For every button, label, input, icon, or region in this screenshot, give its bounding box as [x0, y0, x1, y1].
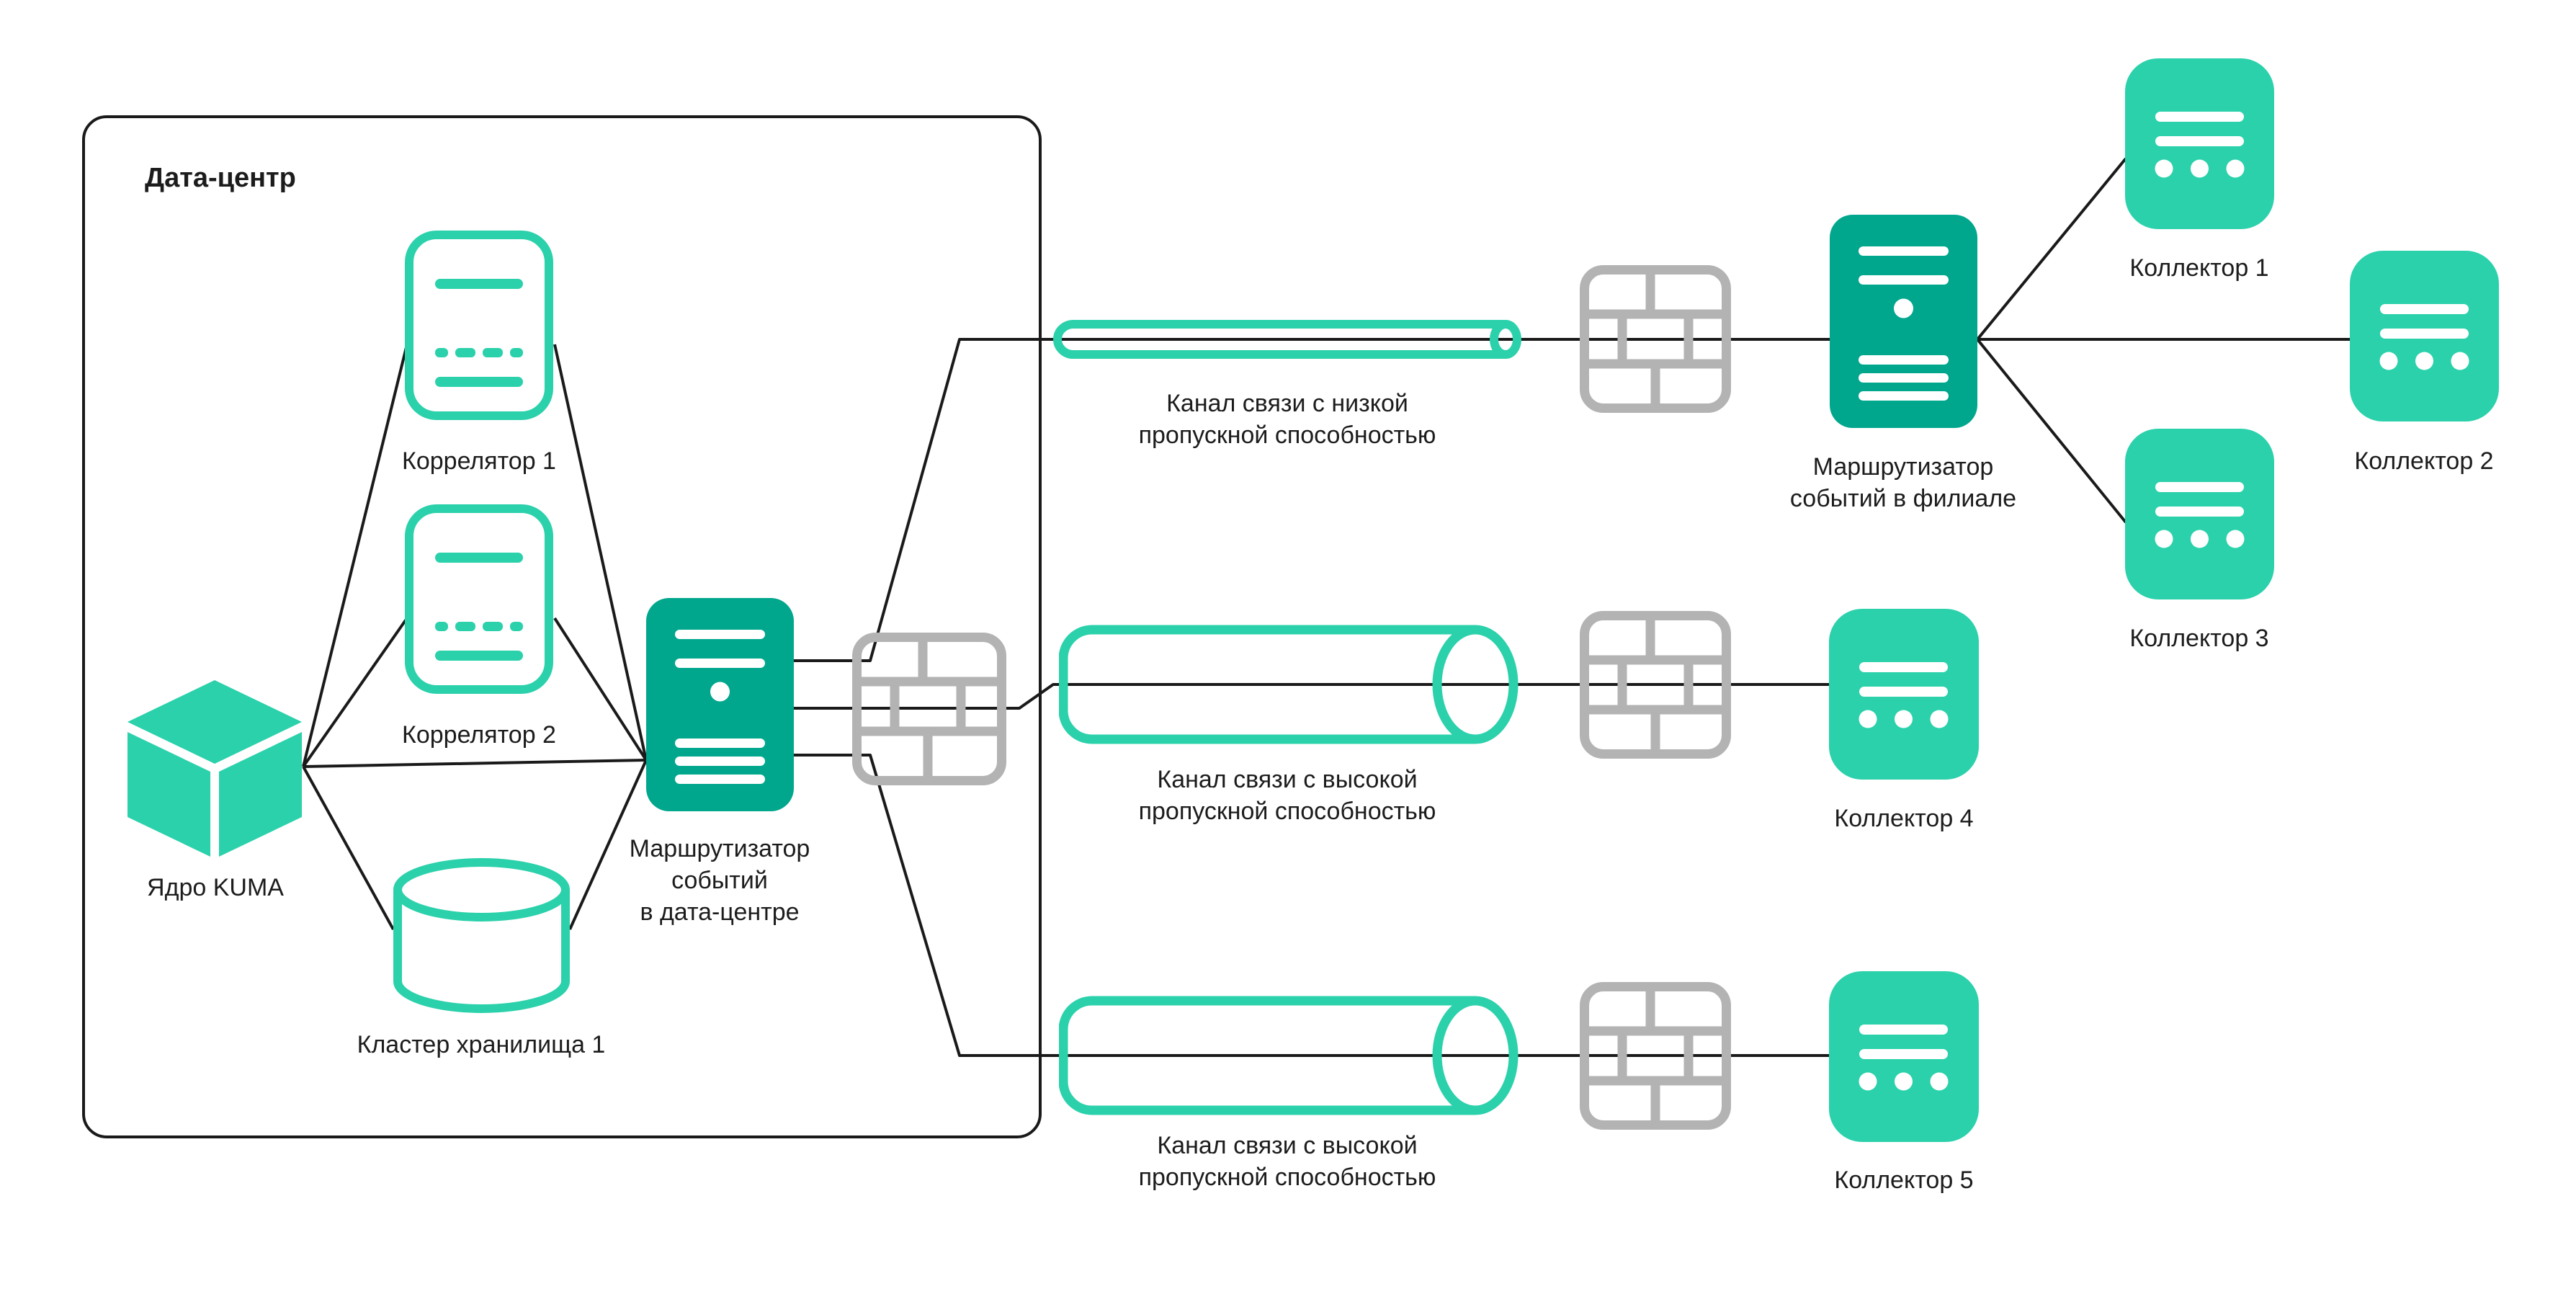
collector-2	[2350, 251, 2499, 421]
channel-high-bandwidth-2	[1059, 996, 1524, 1115]
dc-event-router-label: Маршрутизатор событий в дата-центре	[630, 833, 810, 928]
collector-3-icon	[2125, 429, 2274, 599]
channel-high-bandwidth-1-label-line: Канал связи с высокой	[1157, 766, 1418, 793]
collector-2-label-line: Коллектор 2	[2354, 447, 2494, 475]
channel-low-bandwidth-label-line: пропускной способностью	[1138, 421, 1436, 449]
dc-event-router	[646, 598, 794, 811]
correlator-2-label: Коррелятор 2	[402, 719, 556, 751]
storage-cluster-1-icon	[393, 858, 570, 1013]
channel-high-bandwidth-2-label-line: пропускной способностью	[1138, 1164, 1436, 1191]
collector-5-label: Коллектор 5	[1834, 1164, 1973, 1196]
edge-branch-router-to-collector-3	[1976, 338, 2127, 524]
edge-correlator-2-to-dc-router	[553, 617, 648, 762]
edge-core-to-correlator-2	[302, 617, 408, 768]
firewall-branch-3-icon	[1580, 982, 1731, 1130]
collector-1-label: Коллектор 1	[2129, 252, 2268, 284]
storage-cluster-1-label: Кластер хранилища 1	[357, 1029, 606, 1061]
firewall-branch-2	[1580, 611, 1731, 759]
collector-5-icon	[1829, 971, 1979, 1142]
branch-event-router-label: Маршрутизатор событий в филиале	[1790, 451, 2016, 514]
firewall-branch-1	[1580, 265, 1731, 413]
channel-high-bandwidth-1-label: Канал связи с высокой пропускной способно…	[1139, 764, 1436, 827]
collector-1-label-line: Коллектор 1	[2129, 254, 2269, 282]
collector-5	[1829, 971, 1979, 1142]
branch-event-router-label-line: событий в филиале	[1789, 485, 2017, 512]
channel-low-bandwidth	[1053, 320, 1521, 359]
branch-event-router	[1830, 215, 1977, 428]
edge-core-to-correlator-1	[302, 344, 408, 767]
kuma-core	[128, 680, 302, 857]
dc-event-router-label-line: в дата-центре	[640, 898, 800, 926]
collector-4	[1829, 609, 1979, 780]
datacenter-box: Дата-центр	[82, 115, 1042, 1138]
collector-5-label-line: Коллектор 5	[1834, 1166, 1974, 1194]
channel-low-bandwidth-label-line: Канал связи с низкой	[1166, 390, 1408, 417]
kuma-core-label-line: Ядро KUMA	[147, 874, 284, 901]
channel-high-bandwidth-2-label: Канал связи с высокой пропускной способно…	[1139, 1130, 1436, 1193]
kuma-core-icon	[128, 680, 302, 857]
correlator-1-label: Коррелятор 1	[402, 445, 556, 477]
correlator-2	[405, 504, 553, 694]
firewall-branch-2-icon	[1580, 611, 1731, 759]
collector-2-icon	[2350, 251, 2499, 421]
channel-low-bandwidth-icon	[1053, 320, 1521, 359]
correlator-1-label-line: Коррелятор 1	[402, 447, 556, 475]
firewall-branch-1-icon	[1580, 265, 1731, 413]
storage-cluster-1	[393, 858, 570, 1013]
storage-cluster-1-label-line: Кластер хранилища 1	[357, 1031, 606, 1058]
kuma-core-label: Ядро KUMA	[147, 872, 284, 903]
edge-storage-to-dc-router	[568, 759, 648, 930]
collector-1	[2125, 58, 2274, 229]
channel-high-bandwidth-1	[1059, 625, 1524, 744]
collector-4-icon	[1829, 609, 1979, 780]
dc-firewall	[852, 633, 1006, 785]
edge-correlator-1-to-dc-router	[553, 344, 648, 761]
collector-4-label-line: Коллектор 4	[1834, 805, 1974, 832]
correlator-2-label-line: Коррелятор 2	[402, 721, 556, 749]
dc-event-router-icon	[646, 598, 794, 811]
correlator-1	[405, 231, 553, 420]
edge-dc-router-to-branch-router	[794, 338, 1830, 662]
collector-1-icon	[2125, 58, 2274, 229]
channel-high-bandwidth-1-icon	[1059, 625, 1519, 744]
collector-3	[2125, 429, 2274, 599]
collector-2-label: Коллектор 2	[2354, 445, 2493, 477]
dc-event-router-label-line: Маршрутизатор	[629, 835, 810, 862]
channel-high-bandwidth-2-icon	[1059, 996, 1519, 1115]
channel-high-bandwidth-1-label-line: пропускной способностью	[1138, 798, 1436, 825]
branch-event-router-label-line: Маршрутизатор	[1812, 453, 1994, 481]
collector-3-label-line: Коллектор 3	[2129, 625, 2269, 652]
firewall-branch-3	[1580, 982, 1731, 1130]
edge-core-to-dc-router	[303, 759, 647, 768]
datacenter-title: Дата-центр	[145, 163, 296, 193]
dc-firewall-icon	[852, 633, 1006, 785]
collector-4-label: Коллектор 4	[1834, 803, 1973, 834]
dc-event-router-label-line: событий	[671, 867, 768, 894]
correlator-1-icon	[405, 231, 553, 420]
branch-event-router-icon	[1830, 215, 1977, 428]
channel-low-bandwidth-label: Канал связи с низкой пропускной способнос…	[1139, 388, 1436, 451]
correlator-2-icon	[405, 504, 553, 694]
edge-branch-router-to-collector-1	[1976, 157, 2127, 341]
edge-core-to-storage	[302, 766, 395, 930]
channel-high-bandwidth-2-label-line: Канал связи с высокой	[1157, 1132, 1418, 1159]
edge-dc-router-to-collector-5	[794, 754, 1829, 1057]
collector-3-label: Коллектор 3	[2129, 623, 2268, 654]
